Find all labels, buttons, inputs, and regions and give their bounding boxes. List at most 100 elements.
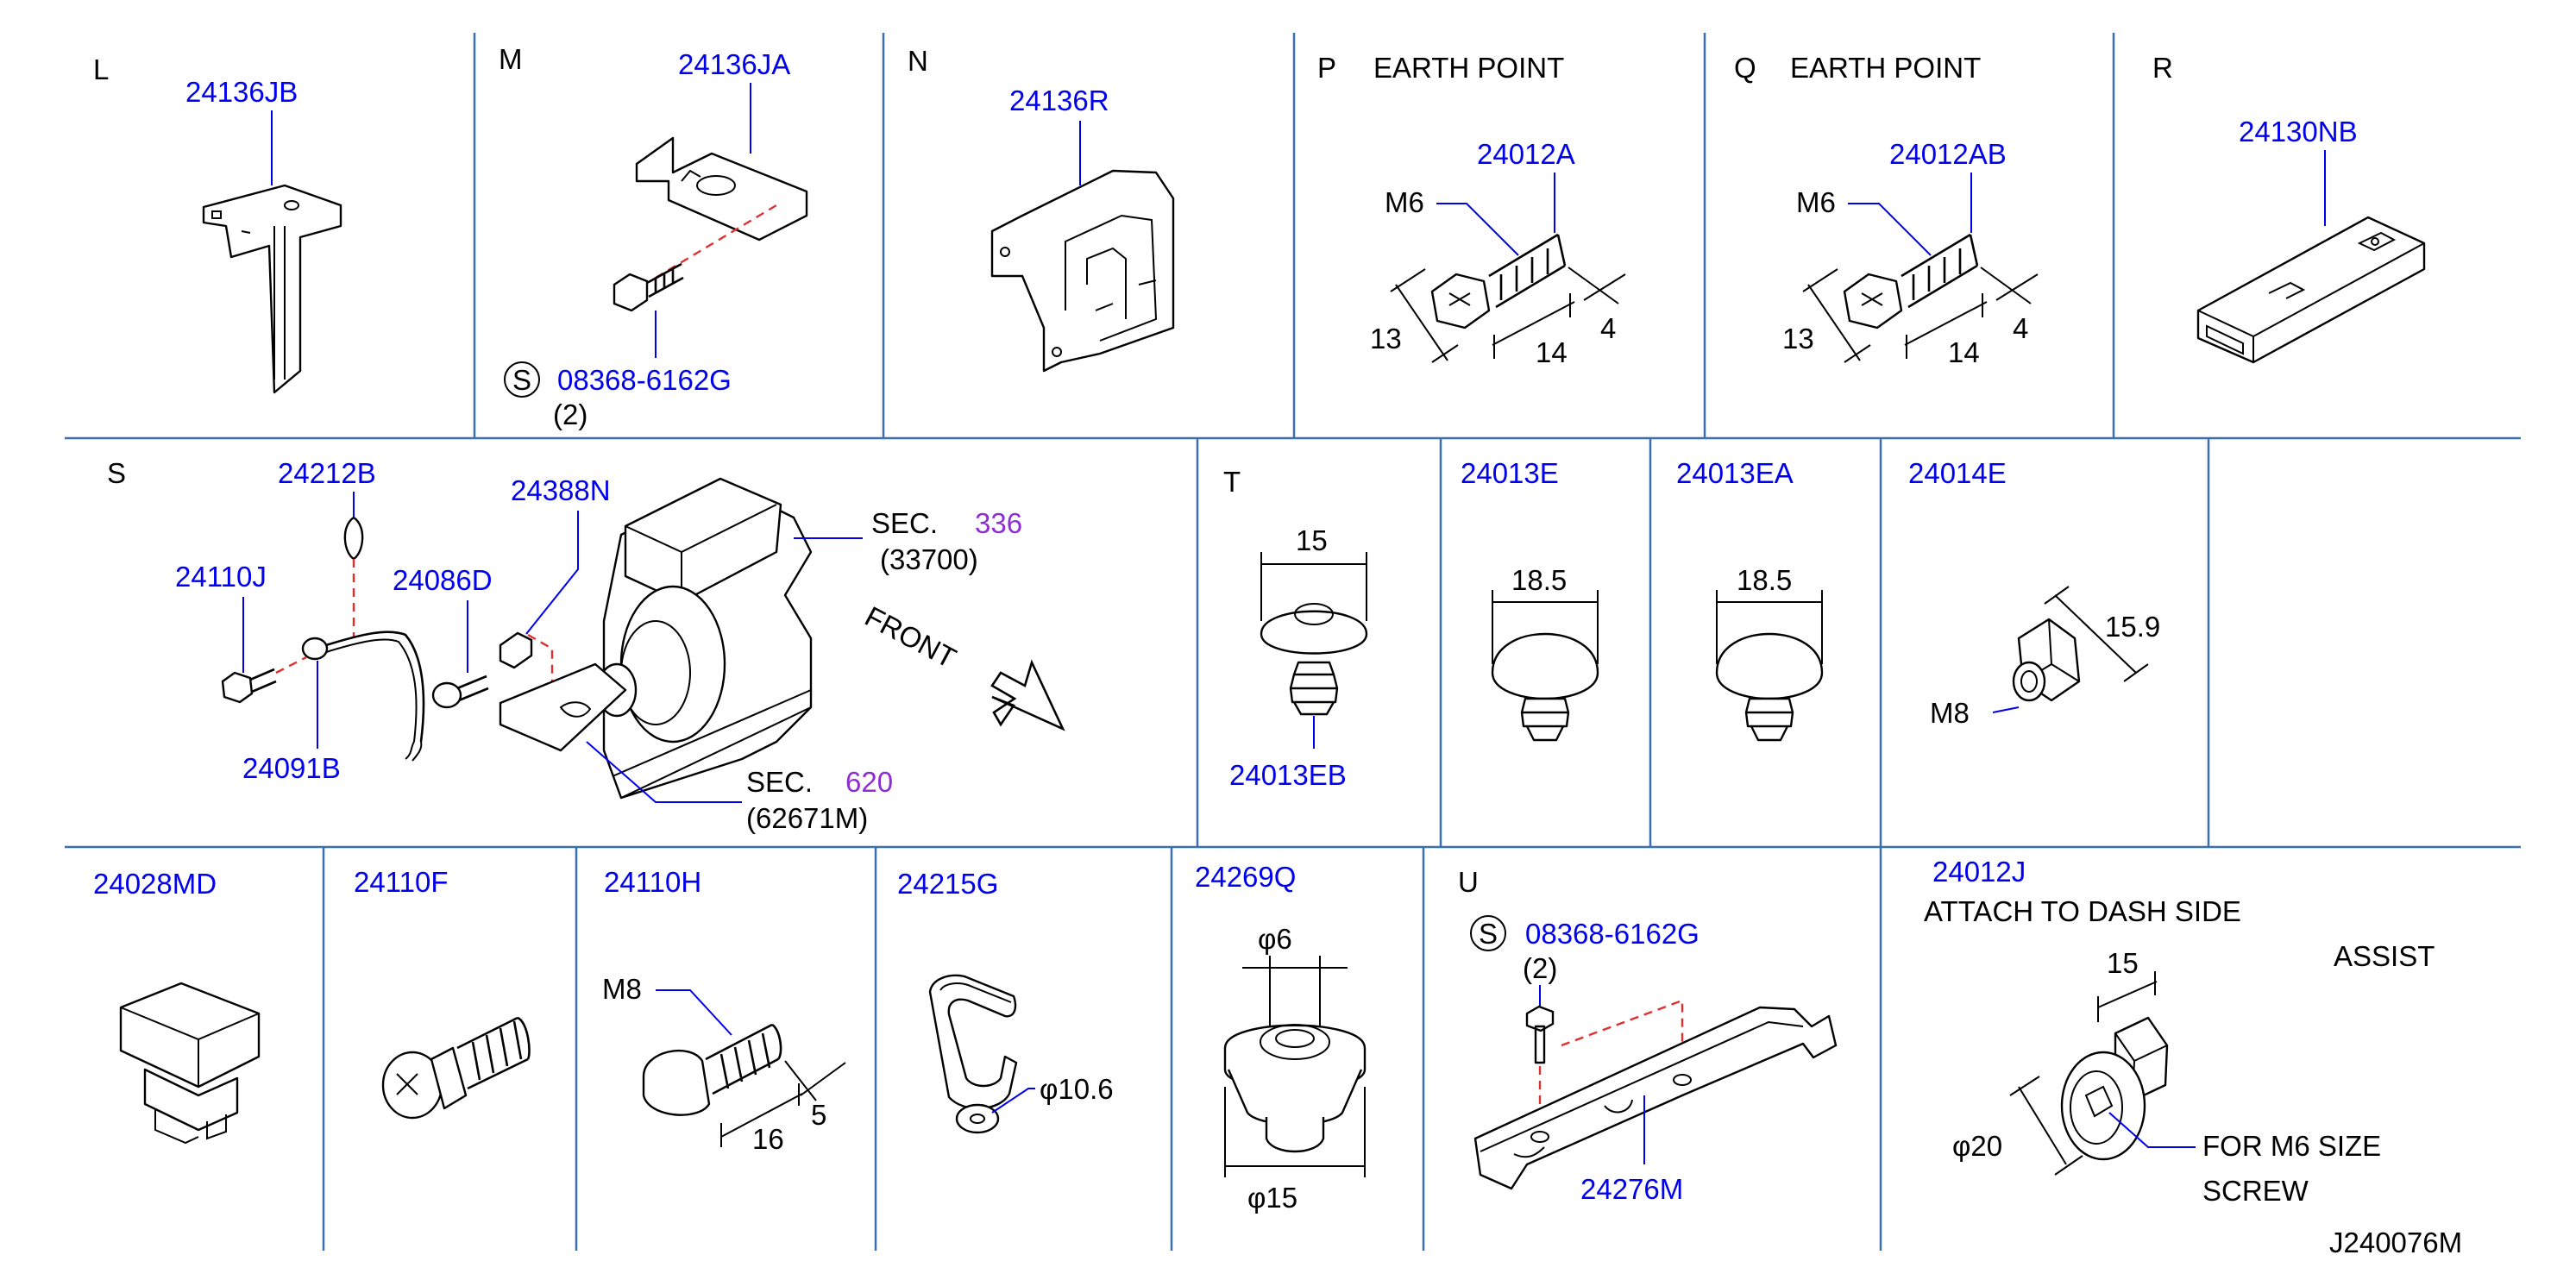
clamp-24215g-icon: [928, 974, 1018, 1110]
part-number-24012ab: 24012AB: [1889, 138, 2007, 170]
thread-m6-q: M6: [1796, 186, 1836, 218]
connector-24388n-icon: [499, 631, 533, 669]
cable-eyelet-icon: [301, 637, 329, 661]
dim-head-p: 13: [1370, 323, 1402, 355]
panel-24012j: 24012J ATTACH TO DASH SIDE ASSIST 15 φ20…: [1924, 856, 2462, 1258]
bolt-24012a-icon: [1430, 273, 1491, 329]
bolt-24086d-icon: [431, 681, 462, 709]
dim-24013e: 18.5: [1511, 564, 1567, 596]
dim-tip-p: 4: [1600, 312, 1616, 344]
panel-n: N 24136R: [908, 45, 1175, 373]
panel-s: S 24212B 24110J 24091B 24086D 24388N: [107, 457, 1065, 834]
part-number-24136ja: 24136JA: [678, 48, 790, 80]
part-number-24212b: 24212B: [278, 457, 376, 489]
dim-len-24110h: 16: [752, 1123, 784, 1155]
part-number-24086d: 24086D: [393, 564, 493, 596]
s-mark-u: S: [1479, 918, 1498, 950]
sec-ref-33700: (33700): [880, 543, 978, 575]
bolt-24110h-icon: [642, 1049, 711, 1116]
bolt-24110j-icon: [221, 671, 254, 704]
screw-u-icon: [1525, 1005, 1555, 1064]
part-number-24091b: 24091B: [242, 752, 341, 784]
part-number-24269q: 24269Q: [1195, 861, 1296, 893]
part-number-24013eb: 24013EB: [1229, 759, 1347, 791]
connector-24130nb-icon: [2196, 216, 2426, 364]
part-number-24110f: 24110F: [354, 866, 448, 898]
front-label: FRONT: [860, 600, 962, 675]
part-number-24276m: 24276M: [1580, 1173, 1683, 1205]
panel-l: L 24136JB: [93, 53, 342, 394]
sec-label-336: SEC.: [871, 507, 938, 539]
panel-letter-l: L: [93, 53, 109, 85]
note-attach: ATTACH TO DASH SIDE: [1924, 895, 2241, 927]
thread-m8-24110h: M8: [602, 973, 642, 1005]
part-number-24110h: 24110H: [604, 866, 701, 898]
thread-m8-24014e: M8: [1930, 697, 1970, 729]
bracket-24136jb-icon: [202, 184, 342, 394]
panel-letter-m: M: [499, 43, 523, 75]
panel-24110h: 24110H M8 16 5: [602, 866, 846, 1155]
s-mark-m: S: [512, 364, 531, 396]
panel-p: P EARTH POINT 24012A M6 13 14 4: [1317, 52, 1626, 368]
panel-24013e: 24013E 18.5: [1461, 457, 1599, 742]
panel-24215g: 24215G φ10.6: [897, 868, 1114, 1134]
thread-m6-p: M6: [1385, 186, 1424, 218]
dim-bot-24269q: φ15: [1247, 1182, 1297, 1214]
panel-letter-n: N: [908, 45, 928, 77]
sec-number-620: 620: [845, 766, 893, 798]
panel-title-p: EARTH POINT: [1373, 52, 1564, 84]
panel-letter-u: U: [1458, 866, 1479, 898]
drawing-reference: J240076M: [2329, 1227, 2462, 1258]
note-screw: SCREW: [2202, 1175, 2309, 1207]
panel-24110f: 24110F: [354, 866, 531, 1120]
panel-24269q: 24269Q φ6 φ15: [1195, 861, 1367, 1214]
dim-tip-24110h: 5: [811, 1099, 826, 1131]
dim-len-q: 14: [1948, 336, 1980, 368]
panel-q: Q EARTH POINT 24012AB M6 13 14 4: [1734, 52, 2039, 368]
sec-ref-62671m: (62671M): [746, 802, 868, 834]
panel-grid: [65, 33, 2521, 1251]
note-assist: ASSIST: [2334, 940, 2435, 972]
dim-d-24012j: φ20: [1952, 1130, 2002, 1162]
screw-08368-icon: [613, 273, 649, 312]
panel-t: T 15 24013EB: [1223, 466, 1368, 791]
panel-m: M 24136JA S 08368-6162G (2): [499, 43, 808, 430]
panel-letter-t: T: [1223, 466, 1241, 498]
front-arrow-icon: [990, 659, 1065, 731]
sec-number-336: 336: [975, 507, 1022, 539]
dim-24013ea: 18.5: [1737, 564, 1792, 596]
dim-head-q: 13: [1782, 323, 1814, 355]
bracket-24136r-icon: [990, 169, 1175, 373]
protector-24276m-icon: [1473, 1006, 1838, 1190]
clip-24013eb-icon: [1260, 610, 1368, 655]
part-number-24130nb: 24130NB: [2239, 116, 2358, 147]
panel-24028md: 24028MD: [93, 868, 261, 1145]
part-number-24028md: 24028MD: [93, 868, 217, 900]
part-number-24013ea: 24013EA: [1676, 457, 1794, 489]
panel-letter-r: R: [2152, 52, 2173, 84]
panel-24014e: 24014E 15.9 M8: [1908, 457, 2160, 729]
dim-top-24269q: φ6: [1258, 923, 1292, 955]
panel-letter-p: P: [1317, 52, 1336, 84]
note-for-m6: FOR M6 SIZE: [2202, 1130, 2381, 1162]
qty-m: (2): [553, 398, 587, 430]
screw-number-m: 08368-6162G: [557, 364, 732, 396]
dim-t: 15: [1296, 524, 1328, 556]
dim-len-p: 14: [1536, 336, 1568, 368]
dim-w-24012j: 15: [2107, 947, 2139, 979]
part-number-24013e: 24013E: [1461, 457, 1559, 489]
panel-r: R 24130NB: [2152, 52, 2426, 364]
clip-24212b-icon: [343, 516, 364, 561]
part-number-24110j: 24110J: [175, 561, 267, 593]
qty-u: (2): [1523, 952, 1557, 984]
panel-letter-s: S: [107, 457, 126, 489]
part-number-24012a: 24012A: [1477, 138, 1575, 170]
part-number-24388n: 24388N: [511, 474, 611, 506]
part-number-24136jb: 24136JB: [185, 76, 298, 108]
clip-24013ea-icon: [1715, 632, 1824, 700]
dim-tip-q: 4: [2013, 312, 2028, 344]
bracket-24136ja-icon: [635, 136, 808, 242]
part-number-24215g: 24215G: [897, 868, 998, 900]
clip-24013e-icon: [1491, 632, 1599, 700]
